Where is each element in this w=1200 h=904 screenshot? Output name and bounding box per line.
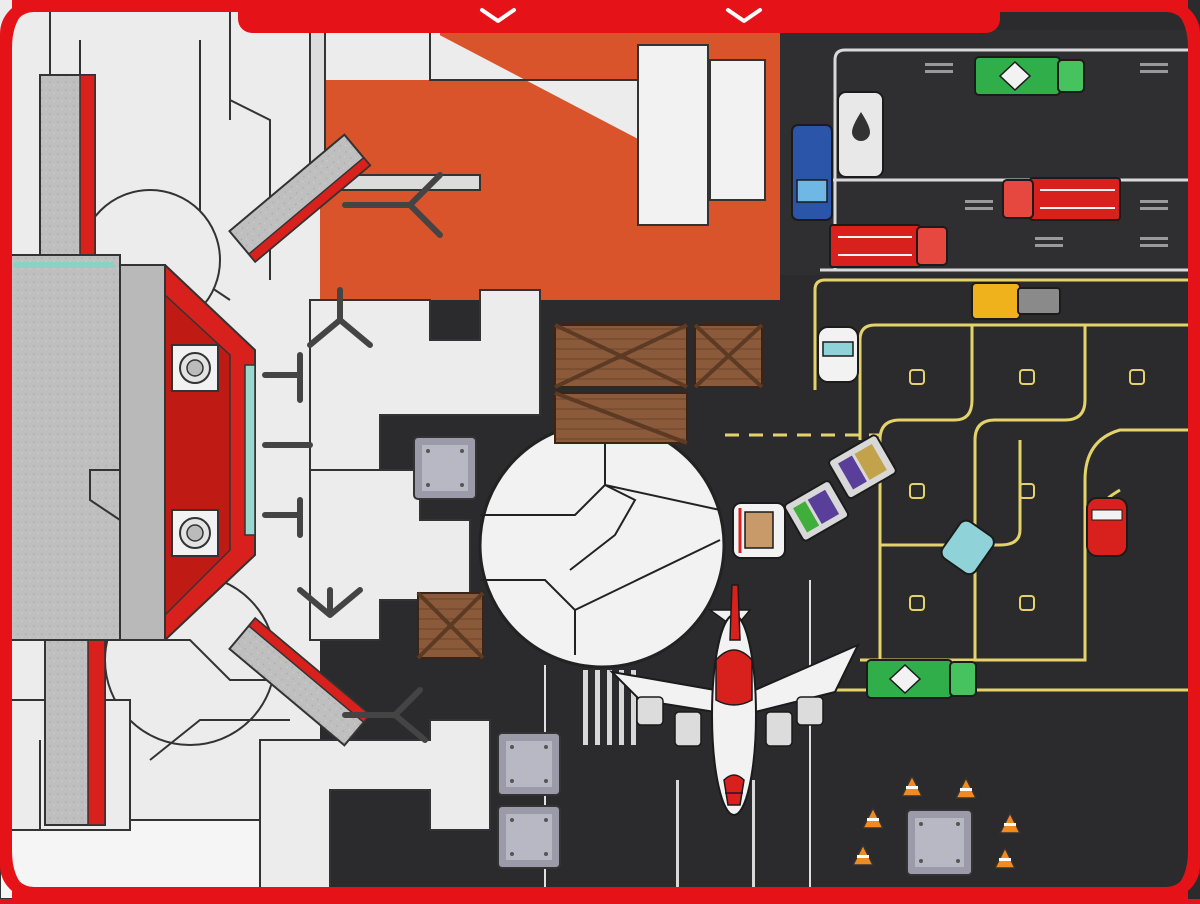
chevron-down-icon[interactable]	[722, 4, 766, 28]
cargo-crate	[693, 323, 764, 389]
round-pier[interactable]	[478, 421, 726, 669]
cargo-crate	[554, 323, 688, 389]
tower-vent-bottom	[171, 509, 219, 557]
metal-box[interactable]	[497, 805, 561, 869]
metal-box[interactable]	[906, 809, 973, 876]
cargo-crate	[416, 591, 485, 660]
tower-vent-top	[171, 344, 219, 392]
fire-truck-top[interactable]	[1002, 177, 1121, 221]
pickup-van[interactable]	[791, 124, 833, 221]
tow-tractor[interactable]	[971, 282, 1061, 320]
ambulance-van[interactable]	[817, 326, 859, 383]
fuel-truck-bottom[interactable]	[866, 659, 977, 699]
chevron-down-icon[interactable]	[476, 4, 520, 28]
top-hud-panel	[238, 0, 1000, 33]
water-tanker[interactable]	[837, 91, 884, 178]
car-red[interactable]	[1086, 497, 1128, 557]
metal-box[interactable]	[497, 732, 561, 796]
metal-box[interactable]	[413, 436, 477, 500]
fire-truck-bottom[interactable]	[829, 224, 948, 268]
baggage-tug[interactable]	[732, 502, 786, 559]
cargo-crate	[554, 391, 688, 445]
fuel-truck-top[interactable]	[974, 56, 1085, 96]
